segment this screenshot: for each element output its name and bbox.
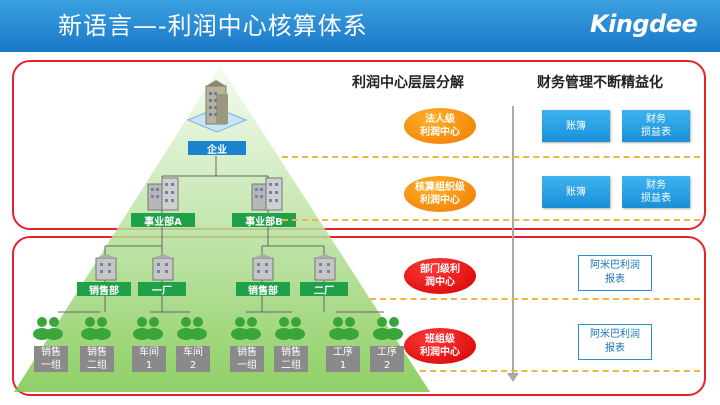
division-label: 事业部B: [232, 213, 296, 228]
column-heading-right: 财务管理不断精益化: [537, 75, 663, 91]
oval-team: 班组级 利润中心: [404, 328, 476, 364]
progress-arrow: [512, 106, 514, 378]
amoeba-report-box: 阿米巴利润 报表: [578, 324, 652, 360]
page-title: 新语言—-利润中心核算体系: [58, 12, 368, 40]
team-label: 销售 二组: [274, 346, 308, 372]
department-label: 销售部: [77, 282, 131, 297]
department-label: 销售部: [236, 282, 290, 297]
dashed-separator: [420, 370, 700, 372]
ledger-box: 账簿: [542, 176, 610, 208]
column-heading-left: 利润中心层层分解: [352, 75, 464, 91]
dashed-separator: [282, 219, 700, 221]
kingdee-logo: Kingdee: [590, 10, 698, 38]
oval-accounting-org: 核算组织级 利润中心: [404, 176, 476, 212]
team-label: 销售 一组: [230, 346, 264, 372]
department-label: 一厂: [138, 282, 186, 297]
ledger-box: 账簿: [542, 110, 610, 142]
dashed-separator: [370, 298, 700, 300]
building-icon: [252, 254, 274, 281]
building-icon: [251, 177, 283, 211]
team-label: 车间 2: [176, 346, 210, 372]
team-label: 销售 二组: [80, 346, 114, 372]
people-icon: [33, 317, 403, 340]
oval-department: 部门级利 润中心: [404, 258, 476, 294]
dashed-separator: [282, 156, 700, 158]
building-icon: [314, 254, 336, 281]
department-label: 二厂: [300, 282, 348, 297]
building-icon: [186, 80, 248, 133]
building-icon: [152, 254, 174, 281]
lower-band: [12, 236, 706, 396]
team-label: 工序 1: [326, 346, 360, 372]
building-icon: [95, 254, 117, 281]
pnl-box: 财务 损益表: [622, 110, 690, 142]
upper-band: [12, 60, 706, 230]
oval-legal-entity: 法人级 利润中心: [404, 108, 476, 144]
arrow-head-icon: [507, 373, 519, 382]
division-label: 事业部A: [131, 213, 195, 228]
pnl-box: 财务 损益表: [622, 176, 690, 208]
building-icon: [147, 177, 179, 211]
root-node-label: 企业: [188, 141, 246, 156]
team-label: 销售 一组: [34, 346, 68, 372]
team-label: 车间 1: [132, 346, 166, 372]
header-bar: [0, 0, 720, 52]
team-label: 工序 2: [370, 346, 404, 372]
amoeba-report-box: 阿米巴利润 报表: [578, 255, 652, 291]
